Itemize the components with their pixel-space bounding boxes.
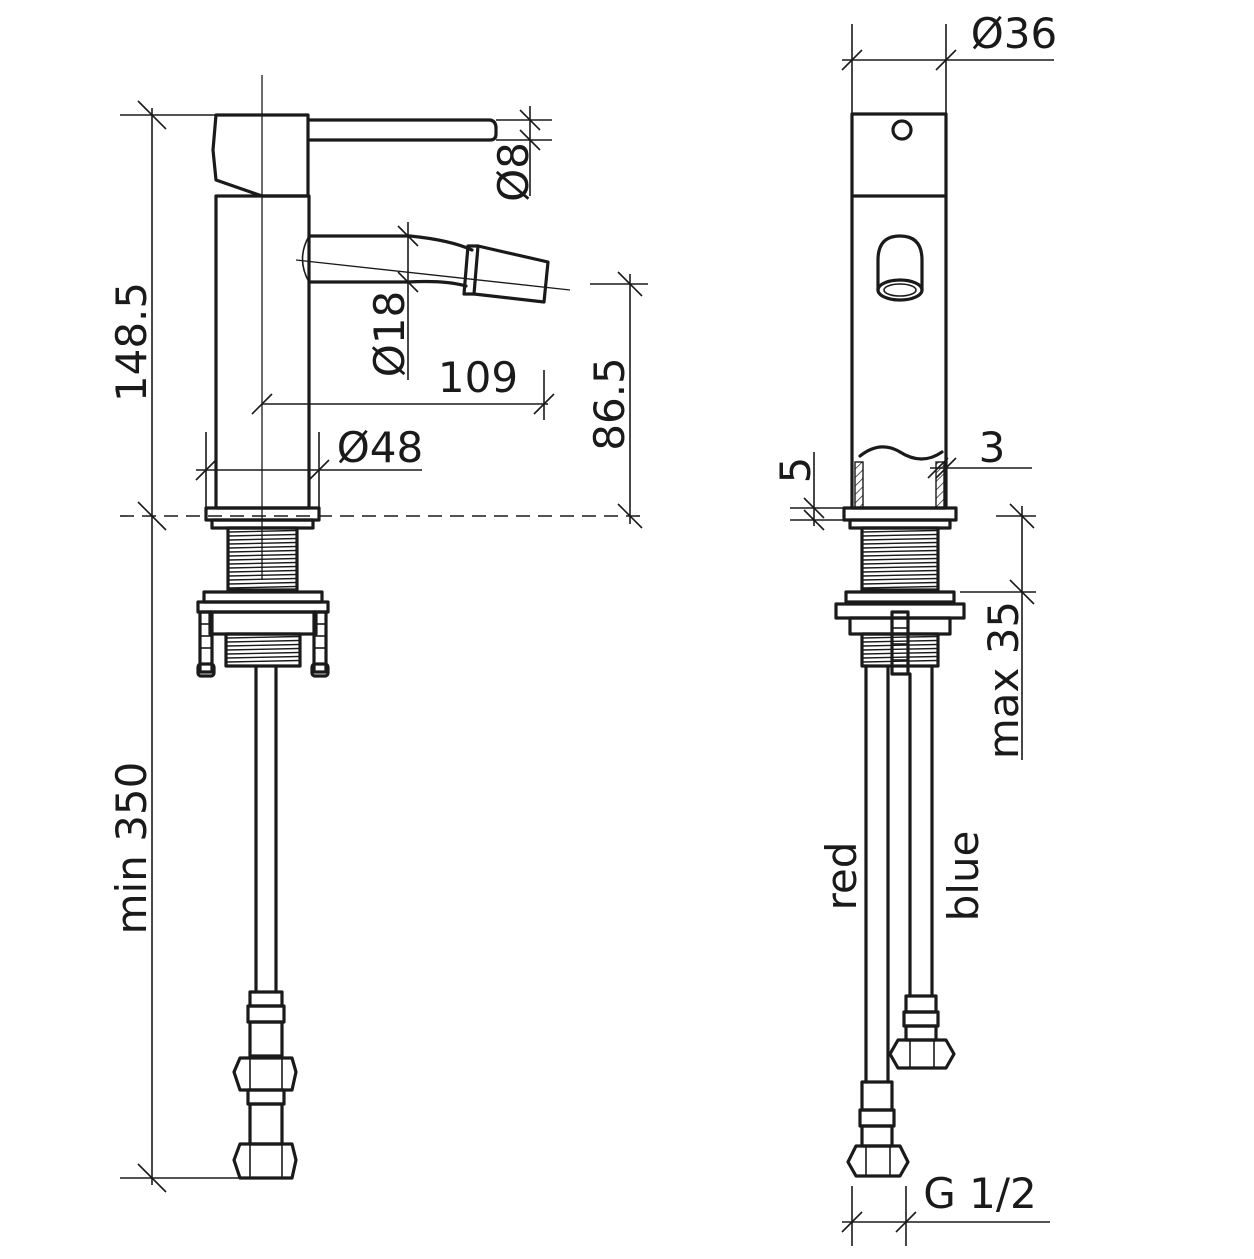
- lever-diameter-label: Ø8: [489, 142, 538, 202]
- spout-diameter-label: Ø18: [365, 291, 414, 378]
- front-view: red blue: [817, 112, 988, 1178]
- wall-thickness-label: 3: [979, 423, 1006, 472]
- rim-height-label: 5: [771, 457, 820, 484]
- side-view-dimensions: 148.5 min 350 Ø8 Ø18 109 86.5 Ø48: [107, 100, 648, 1193]
- body-diameter-label: Ø48: [337, 423, 424, 472]
- front-view-dimensions: Ø36 3 5 max 35 G 1/2: [771, 9, 1057, 1246]
- side-view: [196, 75, 571, 1180]
- top-diameter-label: Ø36: [971, 9, 1058, 58]
- thread-label: G 1/2: [923, 1169, 1037, 1218]
- max-thickness-label: max 35: [979, 601, 1028, 759]
- height-total-label: 148.5: [107, 282, 156, 402]
- hose-red-label: red: [817, 842, 866, 911]
- height-below-label: min 350: [107, 762, 156, 935]
- spout-reach-label: 109: [438, 353, 518, 402]
- spout-height-label: 86.5: [585, 357, 634, 451]
- hose-blue-label: blue: [939, 831, 988, 922]
